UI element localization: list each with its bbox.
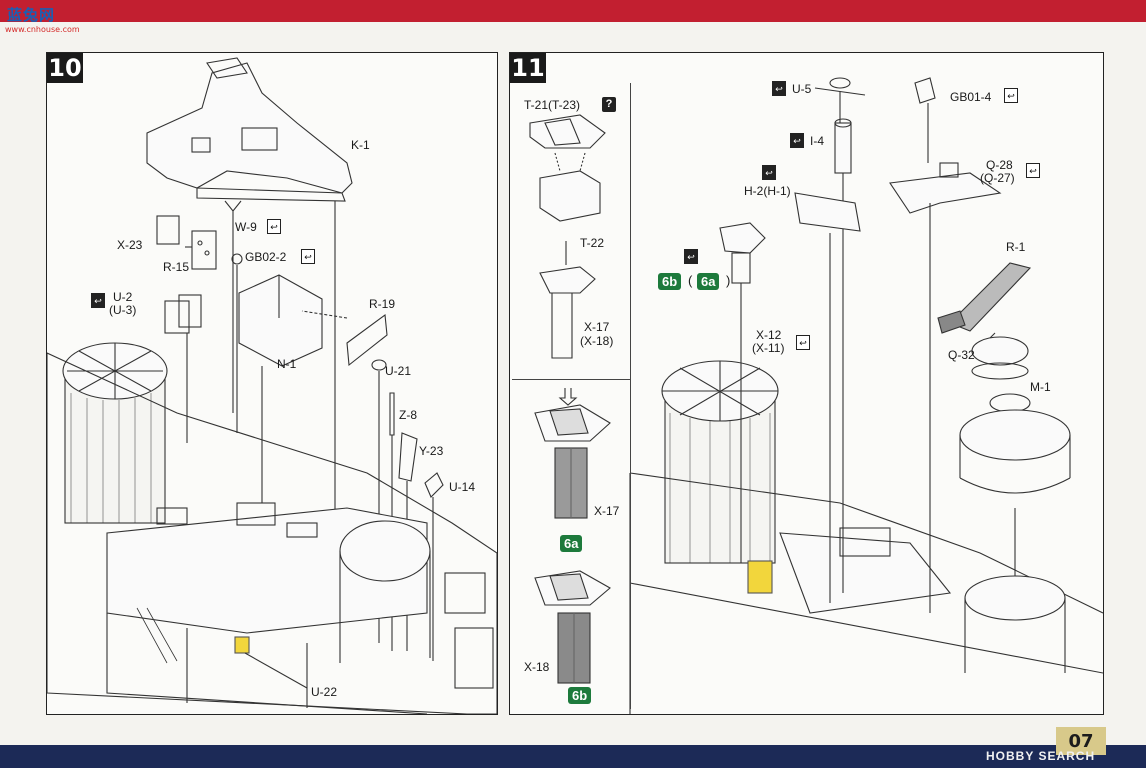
part-label-u-22: U-22 [311, 685, 338, 699]
marking-badge-6b: 6b [568, 687, 592, 704]
bottom-color-band [0, 745, 1146, 768]
glue-icon: ↩ [772, 81, 786, 96]
marking-badge-6a: 6a [697, 273, 720, 290]
part-label-gb01-4: GB01-4 [950, 90, 992, 104]
step-number: 11 [510, 53, 546, 83]
glue-icon: ↩ [1026, 163, 1040, 178]
part-label-u-5: U-5 [792, 82, 812, 96]
page-number: 07 [1056, 727, 1106, 755]
logo-url: www.cnhouse.com [5, 25, 80, 34]
part-label-r-1: R-1 [1006, 240, 1026, 254]
part-label-i-4: I-4 [810, 134, 825, 148]
part-label-x-12: X-12 [756, 328, 782, 342]
part-label-h-2: H-2(H-1) [744, 184, 791, 198]
glue-icon: ↩ [796, 335, 810, 350]
part-label-y-23: Y-23 [419, 444, 444, 458]
glue-icon: ↩ [301, 249, 315, 264]
site-logo: 蓝兔网 www.cnhouse.com [3, 2, 80, 36]
part-label-t-22: T-22 [580, 236, 605, 250]
part-label-q-28: Q-28 [986, 158, 1013, 172]
part-label-x-11: (X-11) [752, 341, 785, 355]
step-11-panel: 11 [509, 52, 1104, 715]
question-icon: ? [602, 97, 616, 112]
part-label-z-8: Z-8 [399, 408, 417, 422]
part-label-w-9: W-9 [235, 220, 257, 234]
part-label-t-21: T-21(T-23) [524, 98, 581, 112]
part-label-x-18: (X-18) [580, 334, 614, 348]
part-label-x-17-assembled: X-17 [594, 504, 620, 518]
part-label-q-32: Q-32 [948, 348, 975, 362]
glue-icon: ↩ [790, 133, 804, 148]
glue-icon: ↩ [762, 165, 776, 180]
subassembly-box [512, 83, 631, 709]
marking-badge-6a: 6a [560, 535, 583, 552]
logo-text: 蓝兔网 [7, 6, 56, 24]
part-label-u-14: U-14 [449, 480, 476, 494]
step-10-panel: 10 [46, 52, 498, 715]
paren-close: ) [726, 273, 731, 288]
top-color-band [0, 0, 1146, 22]
glue-icon: ↩ [267, 219, 281, 234]
paren-open: ( [688, 273, 693, 288]
part-label-gb02-2: GB02-2 [245, 250, 287, 264]
part-label-q-27: (Q-27) [980, 171, 1015, 185]
step-10-drawing [47, 57, 497, 714]
glue-icon: ↩ [91, 293, 105, 308]
part-label-m-1: M-1 [1030, 380, 1051, 394]
part-label-x-18-assembled: X-18 [524, 660, 550, 674]
glue-icon: ↩ [1004, 88, 1018, 103]
part-label-u-2: U-2 [113, 290, 133, 304]
glue-icon: ↩ [684, 249, 698, 264]
marking-badge-6b: 6b [658, 273, 682, 290]
part-label-x-17: X-17 [584, 320, 610, 334]
part-label-u-21: U-21 [385, 364, 412, 378]
step-number: 10 [47, 53, 83, 83]
part-label-k-1: K-1 [351, 138, 370, 152]
part-label-r-15: R-15 [163, 260, 190, 274]
watermark: HOBBY SEARCH [986, 749, 1096, 763]
subassembly-divider [512, 379, 630, 380]
step-11-drawing [529, 77, 1103, 714]
part-label-u-3: (U-3) [109, 303, 137, 317]
part-label-r-19: R-19 [369, 297, 396, 311]
part-label-n-1: N-1 [277, 357, 297, 371]
part-label-x-23: X-23 [117, 238, 143, 252]
